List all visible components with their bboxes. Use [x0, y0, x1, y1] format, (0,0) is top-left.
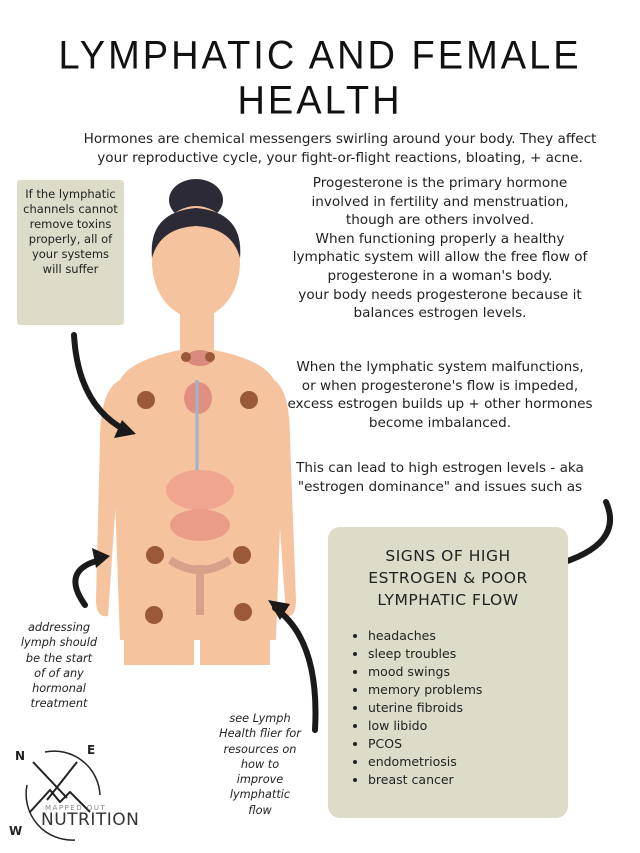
head: [152, 206, 240, 318]
liver: [166, 470, 234, 510]
list-item: headaches: [368, 627, 558, 645]
list-item: memory problems: [368, 681, 558, 699]
text-line: Progesterone is the primary hormone: [312, 175, 568, 191]
logo: N E W MAPPED OUT NUTRITION: [5, 740, 139, 845]
text-line: balances estrogen levels.: [353, 305, 527, 322]
signs-heading: SIGNS OF HIGH ESTROGEN & POOR LYMPHATIC …: [368, 547, 528, 609]
right-arm: [274, 380, 296, 617]
compass-n: N: [15, 749, 25, 763]
text-line: though are others involved.: [345, 212, 535, 229]
uterus: [167, 556, 233, 615]
intro-line: Hormones are chemical messengers swirlin…: [83, 131, 597, 147]
lymph-nodes: [137, 352, 258, 624]
compass-e: E: [87, 743, 95, 757]
text-line: become imbalanced.: [368, 414, 512, 431]
arrows: [71, 332, 613, 733]
intro-line: your reproductive cycle, your fight-or-f…: [97, 149, 583, 166]
note-left: addressing lymph should be the start of …: [20, 621, 98, 711]
logo-main: NUTRITION: [41, 810, 140, 830]
logo-top: MAPPED OUT: [45, 804, 107, 812]
text-line: involved in fertility and menstruation,: [311, 193, 569, 210]
list-item: PCOS: [368, 735, 558, 753]
lead-text: This can lead to high estrogen levels - …: [270, 459, 610, 496]
signs-list: headaches sleep troubles mood swings mem…: [354, 627, 558, 789]
malfunction-text: When the lymphatic system malfunctions, …: [270, 358, 610, 432]
progesterone-text: Progesterone is the primary hormone invo…: [270, 174, 610, 323]
page-title: LYMPHATIC AND FEMALE HEALTH: [58, 33, 582, 124]
compass-w: W: [9, 824, 22, 838]
text-line: or when progesterone's flow is impeded,: [301, 377, 579, 394]
list-item: low libido: [368, 717, 558, 735]
text-line: progesterone in a woman's body.: [327, 267, 553, 284]
signs-box: SIGNS OF HIGH ESTROGEN & POOR LYMPHATIC …: [328, 527, 568, 818]
list-item: breast cancer: [368, 771, 558, 789]
intestines: [170, 509, 230, 541]
text-line: excess estrogen builds up + other hormon…: [287, 396, 593, 413]
hair: [151, 208, 241, 258]
list-item: mood swings: [368, 663, 558, 681]
list-item: sleep troubles: [368, 645, 558, 663]
text-line: This can lead to high estrogen levels - …: [296, 460, 584, 476]
intro-text: Hormones are chemical messengers swirlin…: [40, 130, 640, 167]
text-line: your body needs progesterone because it: [298, 286, 582, 303]
text-line: "estrogen dominance" and issues such as: [297, 478, 583, 495]
text-line: When the lymphatic system malfunctions,: [296, 359, 584, 375]
list-item: uterine fibroids: [368, 699, 558, 717]
lymph-warning-box: If the lymphatic channels cannot remove …: [17, 180, 124, 325]
text-line: lymphatic system will allow the free flo…: [292, 249, 588, 266]
text-line: When functioning properly a healthy: [315, 230, 565, 247]
compass-icon: N E W: [9, 743, 101, 841]
note-right: see Lymph Health flier for resources on …: [219, 712, 301, 817]
list-item: endometriosis: [368, 753, 558, 771]
